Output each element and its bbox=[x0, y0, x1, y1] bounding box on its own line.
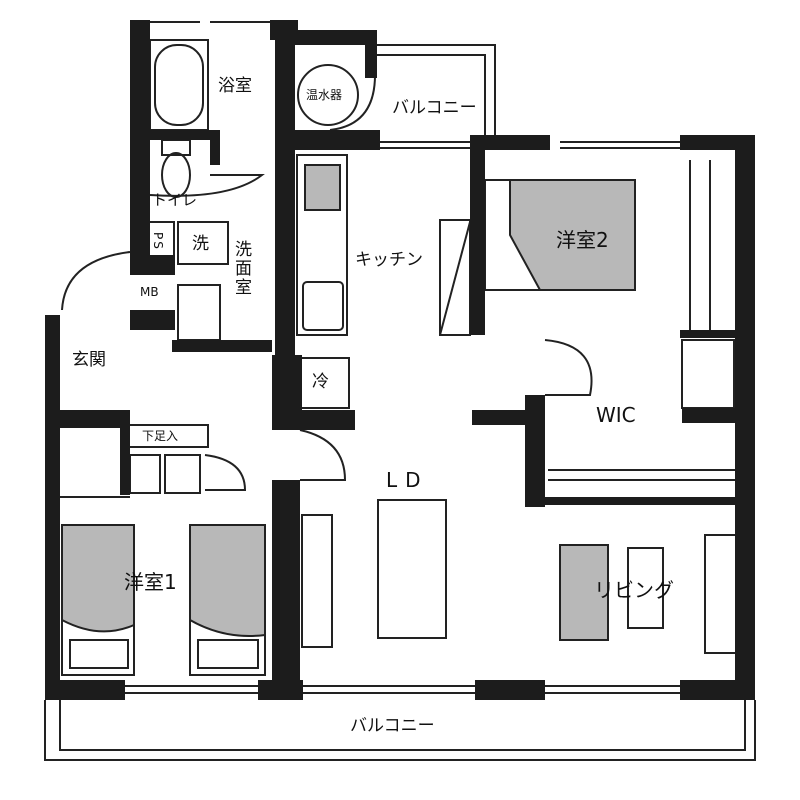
room-label-kitchen: キッチン bbox=[355, 250, 423, 270]
room-label-fridge: 冷 bbox=[312, 372, 329, 392]
room-label-ld: LD bbox=[386, 468, 429, 492]
room-label-balcony-top: バルコニー bbox=[392, 98, 477, 118]
walls bbox=[45, 20, 755, 700]
room-label-western-room-1: 洋室1 bbox=[124, 570, 177, 594]
thin-lines bbox=[44, 21, 756, 761]
room-label-living: リビング bbox=[594, 578, 674, 602]
room-label-bathroom: 浴室 bbox=[218, 76, 252, 96]
room-label-toilet: トイレ bbox=[152, 191, 198, 209]
room-label-washroom: 洗面室 bbox=[231, 240, 251, 297]
room-label-mb: MB bbox=[140, 285, 159, 299]
room-label-entrance: 玄関 bbox=[72, 350, 106, 370]
room-label-washer: 洗 bbox=[192, 234, 209, 254]
room-label-western-room-2: 洋室2 bbox=[556, 228, 609, 252]
furniture-fills bbox=[61, 164, 636, 641]
room-label-wic: WIC bbox=[596, 403, 636, 427]
room-label-ps: PS bbox=[151, 232, 165, 251]
room-label-balcony-bottom: バルコニー bbox=[350, 716, 435, 736]
room-label-shoe-storage: 下足入 bbox=[142, 429, 179, 443]
room-label-water-heater: 温水器 bbox=[306, 88, 343, 102]
